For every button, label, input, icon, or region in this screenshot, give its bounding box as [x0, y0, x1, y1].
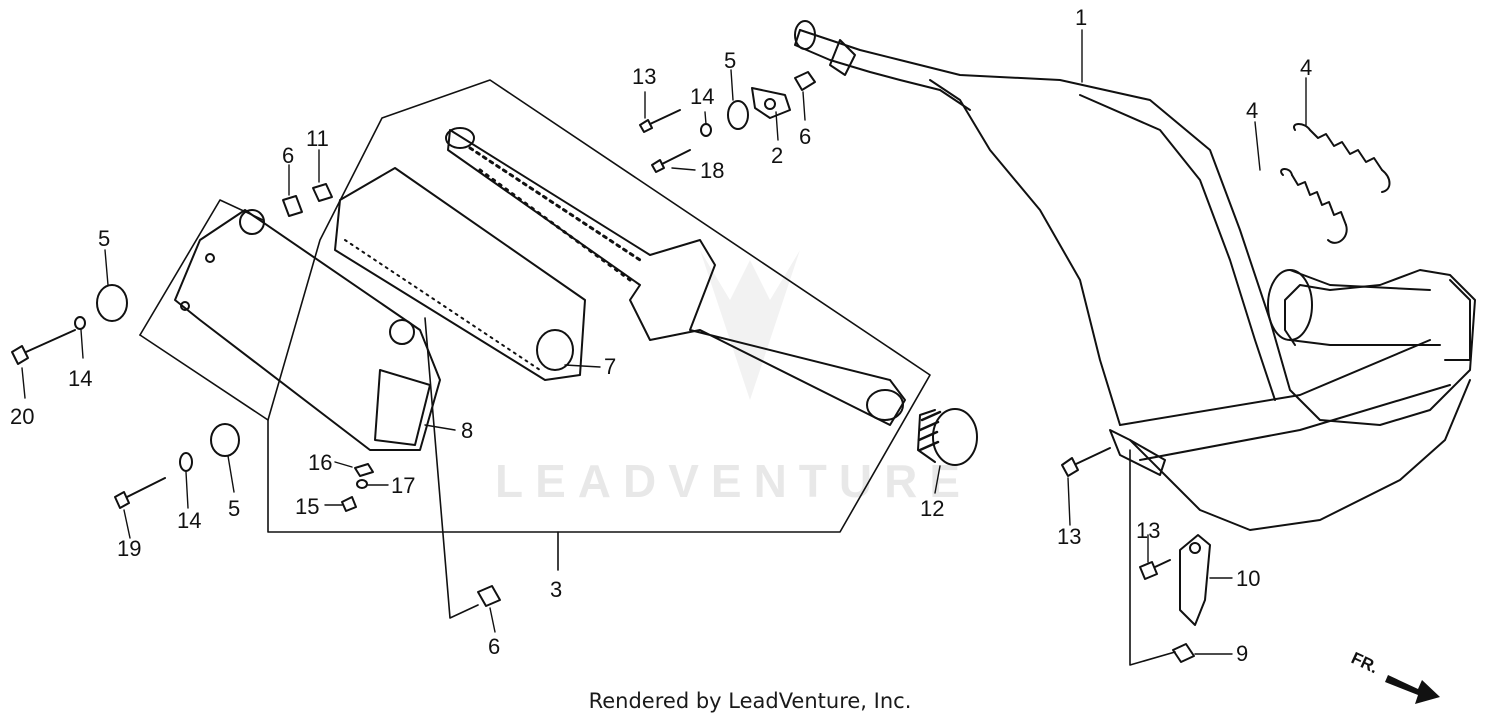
- callout-6b: 6: [282, 143, 294, 168]
- callout-10: 10: [1236, 566, 1260, 591]
- callout-13b: 13: [1057, 524, 1081, 549]
- callout-4a: 4: [1300, 55, 1312, 80]
- silencer-assembly-bracket: [139, 79, 931, 619]
- callout-19: 19: [117, 536, 141, 561]
- callout-6c: 6: [488, 634, 500, 659]
- grommet-12: [917, 408, 978, 466]
- callout-5b: 5: [98, 226, 110, 251]
- callout-3: 3: [550, 577, 562, 602]
- watermark: LEADVENTURE: [495, 250, 972, 507]
- callout-5a: 5: [724, 48, 736, 73]
- callout-17: 17: [391, 473, 415, 498]
- callout-14a: 14: [690, 84, 714, 109]
- watermark-text: LEADVENTURE: [495, 455, 972, 507]
- callout-16: 16: [308, 450, 332, 475]
- expansion-chamber: [794, 20, 1476, 531]
- callout-13a: 13: [632, 64, 656, 89]
- silencer-outer-shell: [334, 167, 586, 381]
- silencer-body: [174, 209, 441, 451]
- callout-5c: 5: [228, 496, 240, 521]
- callout-11: 11: [306, 126, 329, 151]
- callout-9: 9: [1236, 641, 1248, 666]
- callout-15: 15: [295, 494, 319, 519]
- callout-2: 2: [771, 143, 783, 168]
- hardware: [11, 71, 1211, 666]
- spring-4a: [1293, 123, 1391, 193]
- callout-4b: 4: [1246, 98, 1258, 123]
- spring-4b: [1280, 168, 1348, 244]
- callout-1: 1: [1075, 5, 1087, 30]
- callout-labels: 1 2 3 4 4 5 5 5 6 6 6 7 8 9 10 11 12 13 …: [10, 5, 1312, 666]
- callout-14c: 14: [177, 508, 201, 533]
- front-direction-label: FR.: [1348, 648, 1381, 677]
- callout-7: 7: [604, 354, 616, 379]
- callout-18: 18: [700, 158, 724, 183]
- callout-12: 12: [920, 496, 944, 521]
- render-credit: Rendered by LeadVenture, Inc.: [588, 689, 912, 713]
- leader-lines: [21, 29, 1307, 655]
- callout-8: 8: [461, 418, 473, 443]
- callout-14b: 14: [68, 366, 92, 391]
- callout-20: 20: [10, 404, 34, 429]
- callout-13c: 13: [1136, 518, 1160, 543]
- silencer-inner-tube: [445, 127, 906, 426]
- front-arrow-icon: [1385, 675, 1440, 704]
- callout-6a: 6: [799, 124, 811, 149]
